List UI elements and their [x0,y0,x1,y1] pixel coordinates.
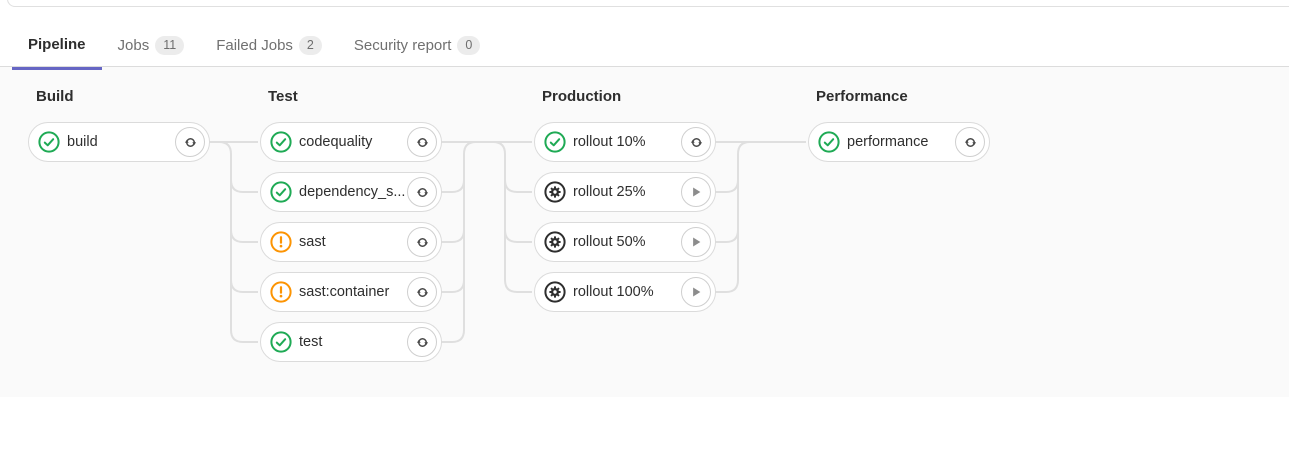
job-rollout-100[interactable]: rollout 100% [534,272,716,312]
retry-icon [416,187,428,197]
tab-failed-jobs-label: Failed Jobs [216,37,293,54]
tabs-divider [0,66,1289,67]
job-build[interactable]: build [28,122,210,162]
job-label: test [299,334,323,350]
job-label: build [67,134,98,150]
status-manual-icon [544,281,566,303]
status-success-icon [544,131,566,153]
pipeline-tabs: Pipeline Jobs 11 Failed Jobs 2 Security re… [12,24,497,70]
status-success-icon [818,131,840,153]
tab-security-report[interactable]: Security report 0 [338,24,497,69]
job-label: sast [299,234,326,250]
jobs-count-badge: 11 [155,36,185,55]
retry-button[interactable] [175,127,205,157]
retry-button[interactable] [407,177,437,207]
play-button[interactable] [681,227,711,257]
stage-header-build: Build [36,88,74,105]
job-rollout-25[interactable]: rollout 25% [534,172,716,212]
job-sast-container[interactable]: sast:container [260,272,442,312]
stage-header-production: Production [542,88,622,105]
retry-icon [690,137,702,147]
job-label: rollout 100% [573,284,654,300]
status-warning-icon [270,281,292,303]
stage-header-test: Test [268,88,298,105]
status-success-icon [270,131,292,153]
retry-icon [416,237,428,247]
stage-header-performance: Performance [816,88,908,105]
retry-button[interactable] [681,127,711,157]
play-icon [693,287,701,297]
play-button[interactable] [681,277,711,307]
pipeline-summary-card-edge [7,0,1289,7]
status-manual-icon [544,231,566,253]
job-rollout-10[interactable]: rollout 10% [534,122,716,162]
security-report-count-badge: 0 [457,36,481,55]
job-label: rollout 25% [573,184,646,200]
tab-pipeline[interactable]: Pipeline [12,24,102,70]
retry-icon [416,137,428,147]
play-icon [693,187,701,197]
tab-pipeline-label: Pipeline [28,36,86,53]
job-label: rollout 50% [573,234,646,250]
job-label: dependency_s... [299,184,406,200]
tab-security-report-label: Security report [353,37,452,54]
job-rollout-50[interactable]: rollout 50% [534,222,716,262]
retry-icon [184,137,196,147]
tab-jobs[interactable]: Jobs 11 [102,24,201,69]
job-label: codequality [299,134,373,150]
retry-button[interactable] [955,127,985,157]
status-warning-icon [270,231,292,253]
retry-icon [964,137,976,147]
status-success-icon [270,181,292,203]
status-success-icon [270,331,292,353]
play-icon [693,237,701,247]
tab-jobs-label: Jobs [117,37,150,54]
job-label: performance [847,134,929,150]
retry-button[interactable] [407,277,437,307]
job-performance[interactable]: performance [808,122,990,162]
job-label: rollout 10% [573,134,646,150]
tab-failed-jobs[interactable]: Failed Jobs 2 [200,24,338,69]
retry-button[interactable] [407,127,437,157]
status-manual-icon [544,181,566,203]
job-label: sast:container [299,284,390,300]
job-dependency-s[interactable]: dependency_s... [260,172,442,212]
status-success-icon [38,131,60,153]
job-codequality[interactable]: codequality [260,122,442,162]
failed-jobs-count-badge: 2 [298,36,322,55]
retry-icon [416,287,428,297]
job-sast[interactable]: sast [260,222,442,262]
retry-button[interactable] [407,327,437,357]
job-test[interactable]: test [260,322,442,362]
retry-button[interactable] [407,227,437,257]
retry-icon [416,337,428,347]
play-button[interactable] [681,177,711,207]
